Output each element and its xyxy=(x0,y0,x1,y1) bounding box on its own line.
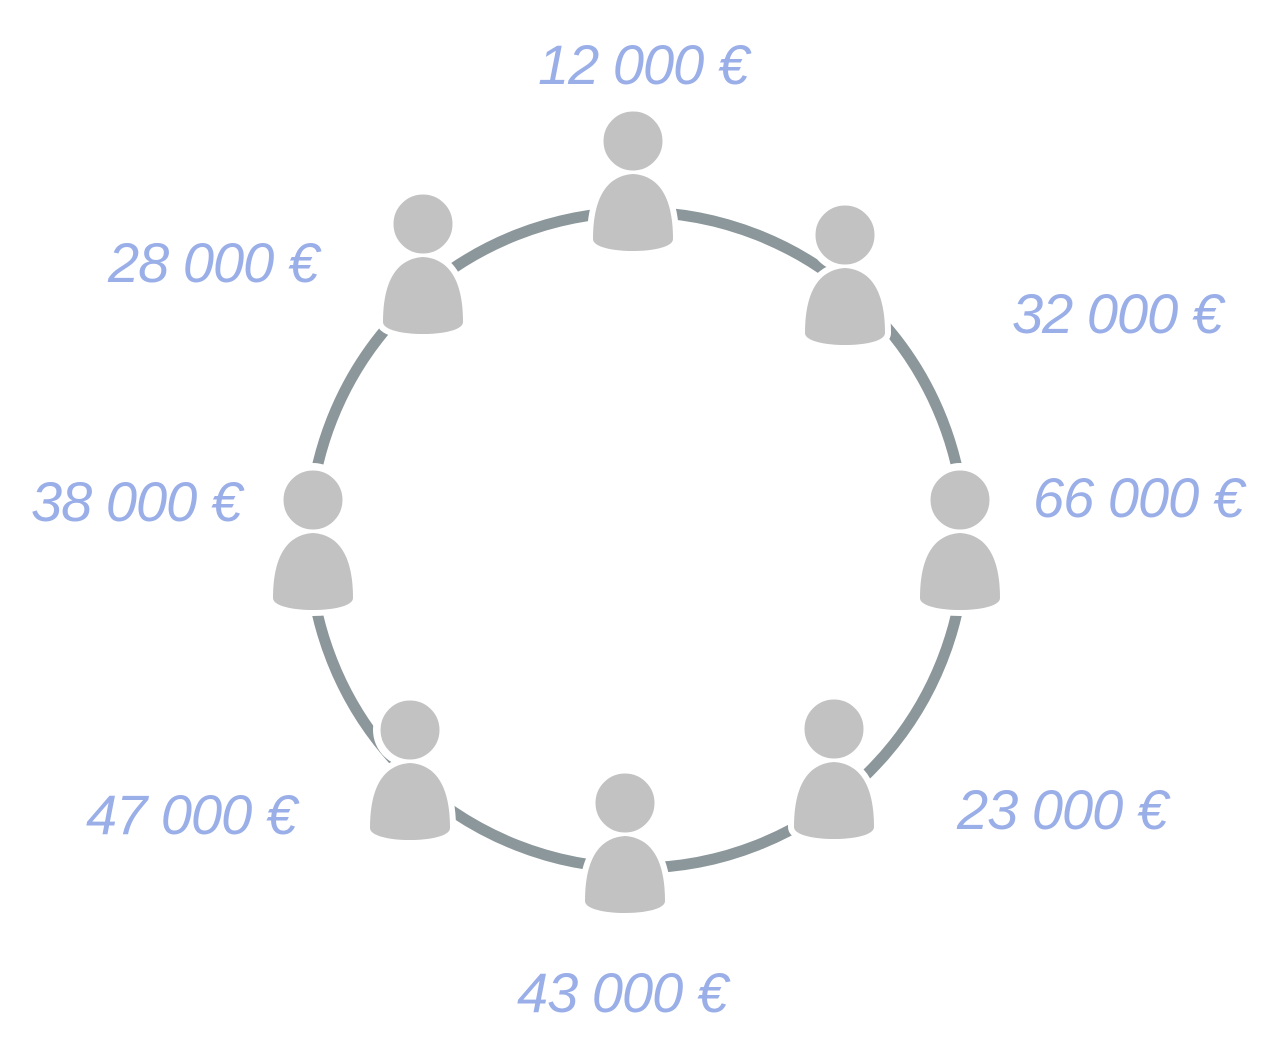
person-head xyxy=(927,467,993,533)
amount-label: 23 000 € xyxy=(956,778,1171,841)
person-head xyxy=(390,191,456,257)
person-head xyxy=(377,697,443,763)
amount-label: 32 000 € xyxy=(1012,282,1226,345)
person-body xyxy=(593,174,673,251)
person-head xyxy=(592,770,658,836)
amount-label: 12 000 € xyxy=(538,33,752,96)
person-body xyxy=(383,257,463,334)
person-icon xyxy=(579,766,671,919)
person-head xyxy=(600,108,666,174)
amount-labels: 12 000 € 32 000 € 66 000 € 23 000 € 43 000 €… xyxy=(31,33,1248,1024)
people-group xyxy=(267,104,1006,919)
amount-label: 43 000 € xyxy=(517,961,731,1024)
person-icon xyxy=(799,198,891,351)
person-icon xyxy=(267,463,359,616)
person-head xyxy=(801,696,867,762)
amount-label: 47 000 € xyxy=(86,783,300,846)
person-icon xyxy=(377,187,469,340)
person-head xyxy=(280,467,346,533)
person-body xyxy=(794,762,874,839)
person-body xyxy=(920,533,1000,610)
person-head xyxy=(812,202,878,268)
person-body xyxy=(370,763,450,840)
amount-label: 66 000 € xyxy=(1033,466,1247,529)
person-body xyxy=(805,268,885,345)
amount-label: 38 000 € xyxy=(31,470,245,533)
amount-label: 28 000 € xyxy=(107,231,322,294)
person-icon xyxy=(914,463,1006,616)
person-icon xyxy=(587,104,679,257)
person-body xyxy=(273,533,353,610)
person-icon xyxy=(788,692,880,845)
person-icon xyxy=(364,693,456,846)
person-body xyxy=(585,836,665,913)
